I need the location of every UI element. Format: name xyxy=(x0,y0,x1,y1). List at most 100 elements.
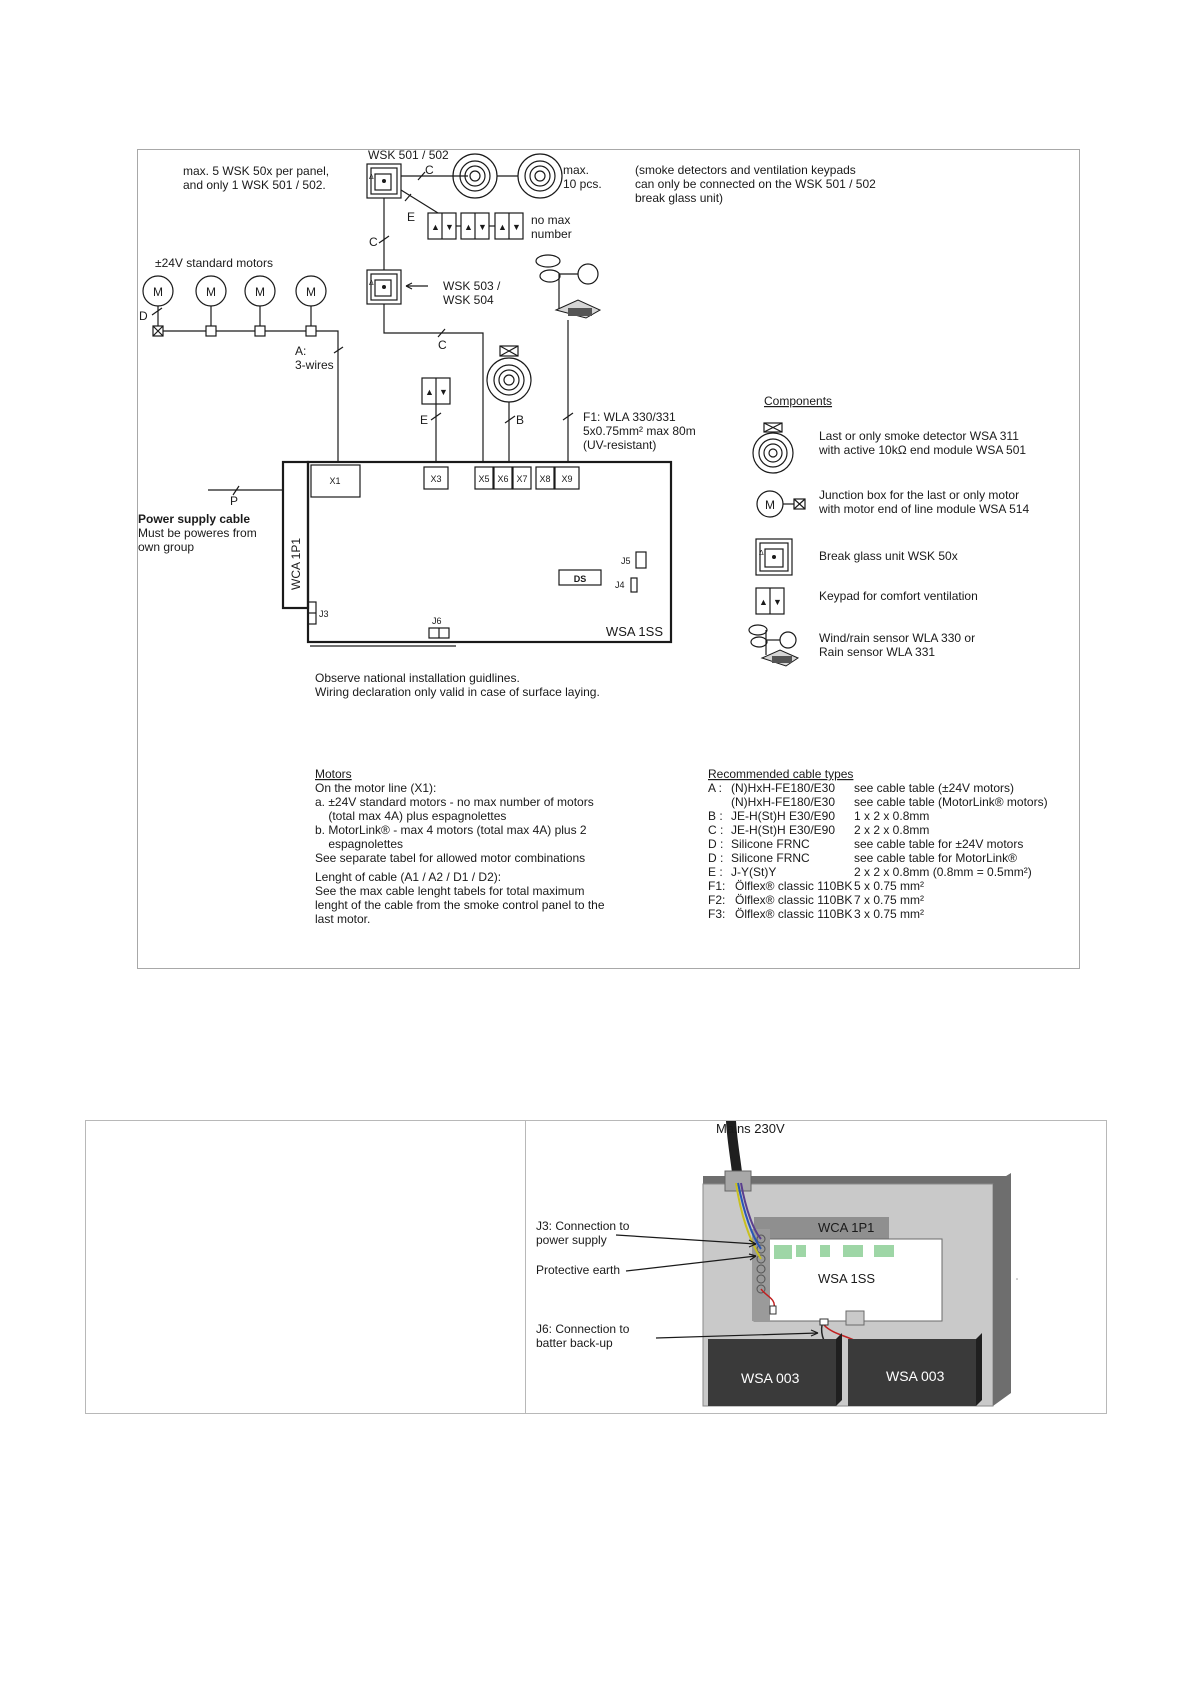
smoke-detector-end-module-icon xyxy=(499,345,519,357)
battery-right xyxy=(848,1339,976,1406)
terminal-x6 xyxy=(493,466,513,490)
motors-line-4: b. MotorLink® - max 4 motors (total max … xyxy=(315,823,587,837)
svg-text:Δ: Δ xyxy=(369,174,374,181)
svg-text:▲: ▲ xyxy=(498,222,507,232)
legend-motor-junction-icon: M xyxy=(756,490,806,518)
battery-left xyxy=(708,1339,836,1406)
keypad-icon: ▲▼ xyxy=(494,212,524,240)
cable-type-4: Silicone FRNC xyxy=(731,837,810,851)
cable-code-8: F2: xyxy=(708,893,725,907)
svg-text:X1: X1 xyxy=(329,476,340,486)
svg-text:M: M xyxy=(153,285,163,299)
cable-a-label-1: A: xyxy=(295,344,306,358)
wiring-diagram: max. 5 WSK 50x per panel, and only 1 WSK… xyxy=(138,150,1048,926)
motors-line-1: On the motor line (X1): xyxy=(315,781,436,795)
terminal-green xyxy=(796,1245,806,1257)
f1-note-3: (UV-resistant) xyxy=(583,438,656,452)
motors-line-5: espagnolettes xyxy=(315,837,403,851)
cable-spec-3: 2 x 2 x 0.8mm xyxy=(854,823,929,837)
svg-text:Δ: Δ xyxy=(759,550,764,557)
legend-smoke-detector-line-2: with active 10kΩ end module WSA 501 xyxy=(818,443,1026,457)
smoke-detector-icon xyxy=(517,153,563,199)
j4-label: J4 xyxy=(615,580,625,590)
motor-icon: M xyxy=(142,275,174,307)
cable-type-7: Ölflex® classic 110BK xyxy=(735,879,852,893)
legend-sensor-line-2: Rain sensor WLA 331 xyxy=(819,645,935,659)
svg-text:▼: ▼ xyxy=(478,222,487,232)
cable-code-7: F1: xyxy=(708,879,725,893)
cable-code-6: E : xyxy=(708,865,723,879)
line-label-c-bottom: C xyxy=(438,338,447,352)
j6-label: J6 xyxy=(432,616,442,626)
j5-connector xyxy=(635,551,647,569)
j6-callout-2: batter back-up xyxy=(536,1336,613,1350)
cable-length-line-3: lenght of the cable from the smoke contr… xyxy=(315,898,605,912)
line-label-p: P xyxy=(230,494,238,508)
cable-type-3: JE-H(St)H E30/E90 xyxy=(731,823,835,837)
f1-note-2: 5x0.75mm² max 80m xyxy=(583,424,696,438)
cable-spec-5: see cable table for MotorLink® xyxy=(854,851,1017,865)
svg-text:M: M xyxy=(255,285,265,299)
keypad-icon: ▲▼ xyxy=(421,377,451,405)
smoke-detector-icon xyxy=(486,357,532,403)
cable-type-6: J-Y(St)Y xyxy=(731,865,776,879)
cable-type-2: JE-H(St)H E30/E90 xyxy=(731,809,835,823)
cable-spec-1: see cable table (MotorLink® motors) xyxy=(854,795,1048,809)
terminal-green xyxy=(874,1245,894,1257)
svg-text:DS: DS xyxy=(574,574,587,584)
line-label-e-mid: E xyxy=(420,413,428,427)
wca1p1-module xyxy=(281,460,310,610)
ds-switch xyxy=(558,569,602,586)
cable-spec-4: see cable table for ±24V motors xyxy=(854,837,1023,851)
svg-text:X8: X8 xyxy=(539,474,550,484)
wsk503-label-1: WSK 503 / xyxy=(443,279,501,293)
svg-text:M: M xyxy=(765,498,775,512)
terminal-x9 xyxy=(554,466,580,490)
svg-text:▲: ▲ xyxy=(759,597,768,607)
line-label-e-top: E xyxy=(407,210,415,224)
legend-motor-line-1: Junction box for the last or only motor xyxy=(819,488,1019,502)
cable-type-1: (N)HxH-FE180/E30 xyxy=(731,795,835,809)
earth-callout: Protective earth xyxy=(536,1263,620,1277)
panel-photo-table: Mains 230V WCA 1P1 WSA 1SS xyxy=(85,1120,1107,1414)
line-label-b: B xyxy=(516,413,524,427)
cable-spec-6: 2 x 2 x 0.8mm (0.8mm = 0.5mm²) xyxy=(854,865,1032,879)
svg-text:X6: X6 xyxy=(497,474,508,484)
smoke-note-1: (smoke detectors and ventilation keypads xyxy=(635,163,856,177)
legend-motor-line-2: with motor end of line module WSA 514 xyxy=(818,502,1029,516)
svg-text:▼: ▼ xyxy=(439,387,448,397)
cable-length-line-2: See the max cable lenght tabels for tota… xyxy=(315,884,584,898)
motor-end-of-line-icon xyxy=(152,325,164,337)
mains-label: Mains 230V xyxy=(716,1121,785,1136)
table-divider xyxy=(525,1121,526,1413)
svg-text:Δ: Δ xyxy=(369,280,374,287)
cable-spec-7: 5 x 0.75 mm² xyxy=(854,879,924,893)
panel-photo: Mains 230V WCA 1P1 WSA 1SS xyxy=(536,1121,1018,1407)
cable-type-9: Ölflex® classic 110BK xyxy=(735,907,852,921)
svg-text:▼: ▼ xyxy=(445,222,454,232)
svg-text:M: M xyxy=(306,285,316,299)
wsk501-break-glass-icon: Δ xyxy=(366,163,402,199)
legend-wind-rain-sensor-icon xyxy=(748,624,800,667)
legend-keypad-text: Keypad for comfort ventilation xyxy=(819,589,978,603)
cable-gland xyxy=(724,1170,752,1192)
svg-text:X9: X9 xyxy=(561,474,572,484)
svg-text:X5: X5 xyxy=(478,474,489,484)
terminal-x1 xyxy=(310,464,361,498)
j4-connector xyxy=(630,577,638,593)
cable-code-3: C : xyxy=(708,823,723,837)
cable-code-5: D : xyxy=(708,851,723,865)
j3-callout-2: power supply xyxy=(536,1233,607,1247)
power-note-2: own group xyxy=(138,540,194,554)
enclosure-side-edge xyxy=(993,1173,1011,1406)
cable-code-2: B : xyxy=(708,809,723,823)
terminal-green xyxy=(774,1245,792,1259)
line-label-c-mid: C xyxy=(369,235,378,249)
components-title: Components xyxy=(764,394,832,408)
detector-max-2: 10 pcs. xyxy=(563,177,602,191)
svg-text:X7: X7 xyxy=(516,474,527,484)
terminal-x7 xyxy=(512,466,532,490)
panel-name: WSA 1SS xyxy=(606,624,663,639)
cable-type-5: Silicone FRNC xyxy=(731,851,810,865)
